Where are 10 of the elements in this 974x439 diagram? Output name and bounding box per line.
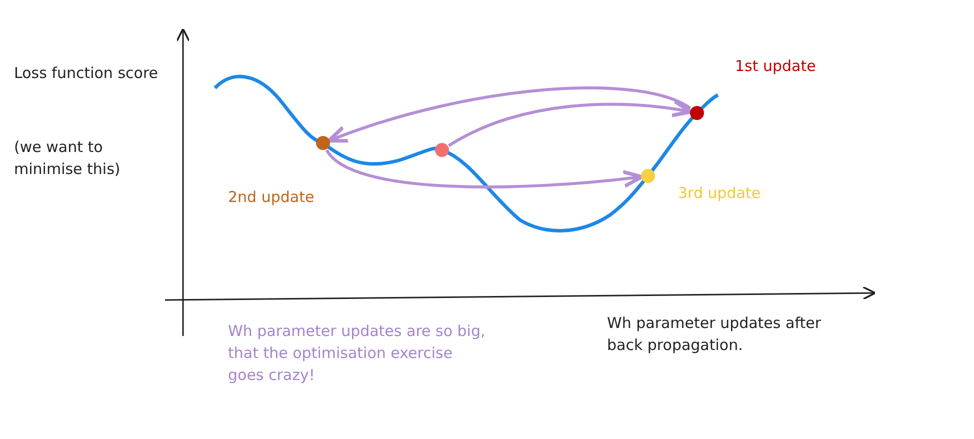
- point-label: 3rd update: [678, 184, 761, 202]
- note: Wh parameter updates are so big, that the optimisation exercise goes crazy!: [228, 321, 486, 386]
- arrow: [326, 86, 692, 144]
- point-label: 1st update: [735, 57, 816, 75]
- axis-label: Wh parameter updates after back propagation.: [607, 313, 822, 356]
- point-label: 2nd update: [228, 188, 314, 206]
- axis-note: (we want to minimise this): [14, 137, 122, 180]
- arrow: [326, 149, 644, 188]
- arrow: [448, 100, 693, 147]
- axis-label: Loss function score: [14, 63, 160, 84]
